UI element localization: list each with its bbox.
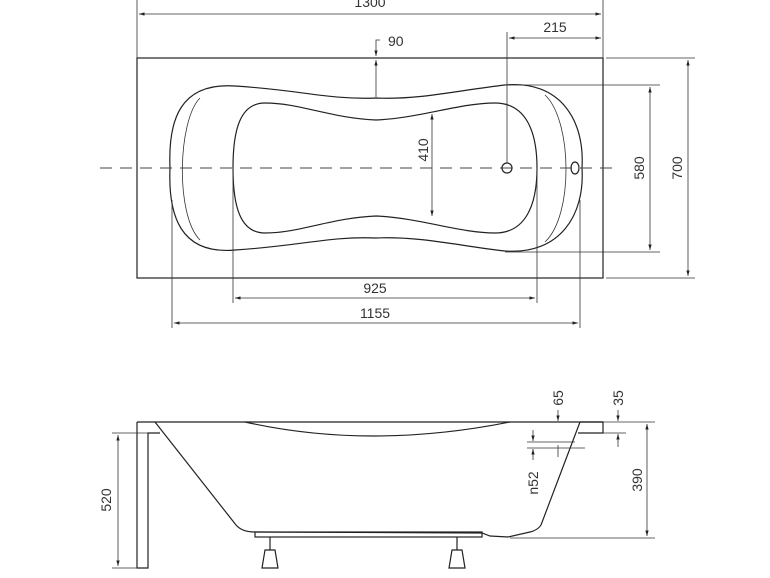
dim-basin-width: 580	[631, 156, 647, 180]
basin-inner	[232, 102, 538, 234]
dim-overall-length: 1300	[354, 0, 385, 10]
dim-rim-thickness: 35	[610, 390, 626, 406]
dim-inner-width: 410	[415, 138, 431, 162]
side-view: 520 390 65 35 n52	[98, 390, 655, 569]
dim-overflow-offset: 65	[550, 390, 566, 406]
dim-overflow-diameter: n52	[525, 471, 541, 495]
dim-overall-width: 700	[669, 156, 685, 180]
dim-rim-depth: 90	[388, 33, 404, 49]
back-wall-curve	[244, 421, 511, 437]
dim-depth: 390	[629, 468, 645, 492]
leg-right	[448, 537, 466, 569]
rim-block	[578, 421, 604, 434]
leg-left	[261, 537, 279, 569]
dim-height: 520	[98, 488, 114, 512]
top-view: 1300 215 90 410 580 700 925 1155	[100, 0, 695, 328]
dim-inner-length: 925	[363, 280, 387, 296]
basin-outer	[169, 84, 583, 252]
dim-drain-offset: 215	[543, 19, 567, 35]
tub-profile	[154, 421, 581, 538]
support-rail	[254, 531, 483, 538]
dim-basin-length: 1155	[360, 305, 390, 321]
overflow-icon	[570, 161, 580, 175]
support-panel	[136, 422, 160, 569]
